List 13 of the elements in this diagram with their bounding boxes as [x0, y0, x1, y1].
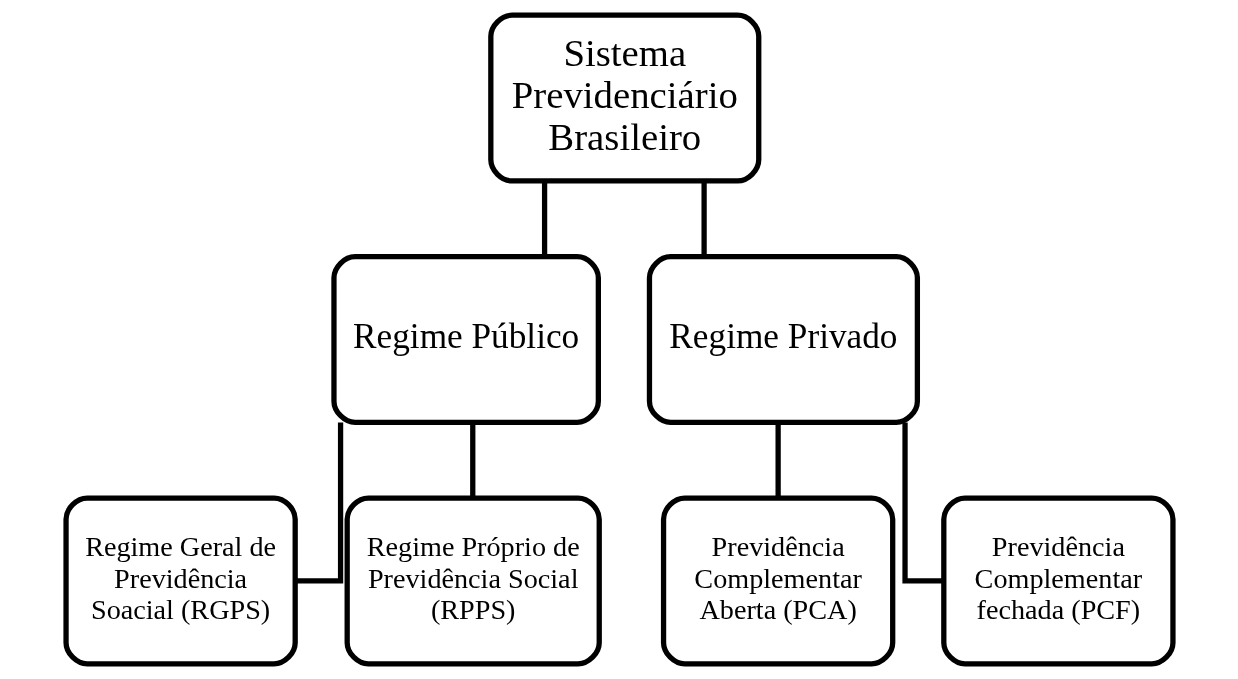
connector	[901, 422, 944, 584]
node-box: Sistema Previdenciário Brasileiro	[487, 12, 761, 184]
connector	[541, 181, 547, 257]
connector	[775, 422, 781, 498]
node-box: Regime Público	[330, 254, 601, 425]
node-box: Previdência Complementar Aberta (PCA)	[660, 495, 895, 667]
connector	[700, 181, 707, 257]
connector	[469, 422, 475, 498]
node-box: Regime Próprio de Previdência Social (RPPS)	[344, 495, 602, 667]
node-box: Regime Privado	[646, 254, 920, 425]
connector	[295, 422, 343, 584]
node-box: Previdência Complementar fechada (PCF)	[940, 495, 1176, 667]
node-box: Regime Geral de Previdência Soacial (RGPS)	[62, 495, 298, 667]
